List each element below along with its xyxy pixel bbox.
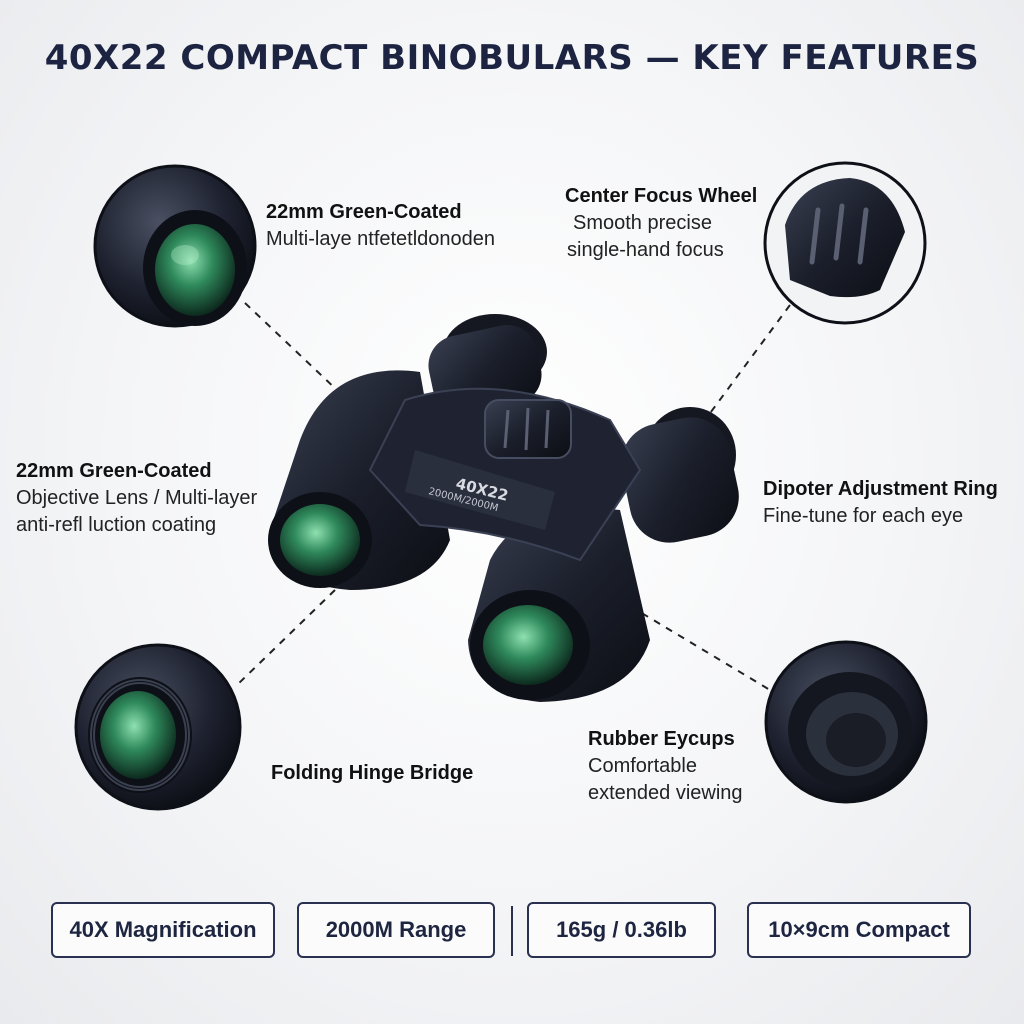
feature-title: Dipoter Adjustment Ring	[763, 478, 998, 500]
feature-description: Fine-tune for each eye	[763, 505, 964, 527]
feature-description: Objective Lens / Multi-layer	[16, 487, 258, 509]
detail-circle-folding-hinge	[74, 643, 242, 811]
feature-title: Folding Hinge Bridge	[271, 762, 474, 784]
feature-objective-lens-label: 22mm Green-Coated Multi-laye ntfetetldon…	[266, 199, 495, 253]
spec-size-badge: 10×9cm Compact	[747, 902, 971, 958]
feature-title: Center Focus Wheel	[565, 185, 758, 207]
feature-description: anti-refl luction coating	[16, 514, 217, 536]
feature-description: Comfortable	[588, 755, 697, 777]
spec-range-badge: 2000M Range	[297, 902, 495, 958]
feature-description: Smooth precise	[573, 212, 712, 234]
feature-description: extended viewing	[588, 782, 743, 804]
feature-description: Multi-laye ntfetetldonoden	[266, 228, 496, 250]
feature-hinge-label: Folding Hinge Bridge	[271, 760, 473, 787]
feature-eyecups-label: Rubber Eycups Comfortable extended viewi…	[588, 726, 743, 807]
spec-weight-badge: 165g / 0.36lb	[527, 902, 716, 958]
feature-diopter-label: Dipoter Adjustment Ring Fine-tune for ea…	[763, 476, 998, 530]
page-title: 40X22 COMPACT BINOBULARS — KEY FEATURES	[44, 38, 980, 78]
feature-title: 22mm Green-Coated	[16, 460, 212, 482]
binoculars-body: 40X22 2000M/2000M	[268, 314, 739, 702]
feature-focus-wheel-label: Center Focus Wheel Smooth precise single…	[565, 183, 757, 264]
spec-divider	[511, 906, 513, 956]
spec-magnification-badge: 40X Magnification	[51, 902, 275, 958]
feature-title: 22mm Green-Coated	[266, 201, 462, 223]
feature-objective-coating-label: 22mm Green-Coated Objective Lens / Multi…	[16, 458, 257, 539]
detail-circle-objective-lens	[93, 164, 257, 328]
detail-circle-focus-wheel	[763, 161, 927, 325]
detail-circle-rubber-eyecup	[764, 640, 928, 804]
feature-title: Rubber Eycups	[588, 728, 735, 750]
feature-description: single-hand focus	[567, 239, 724, 261]
